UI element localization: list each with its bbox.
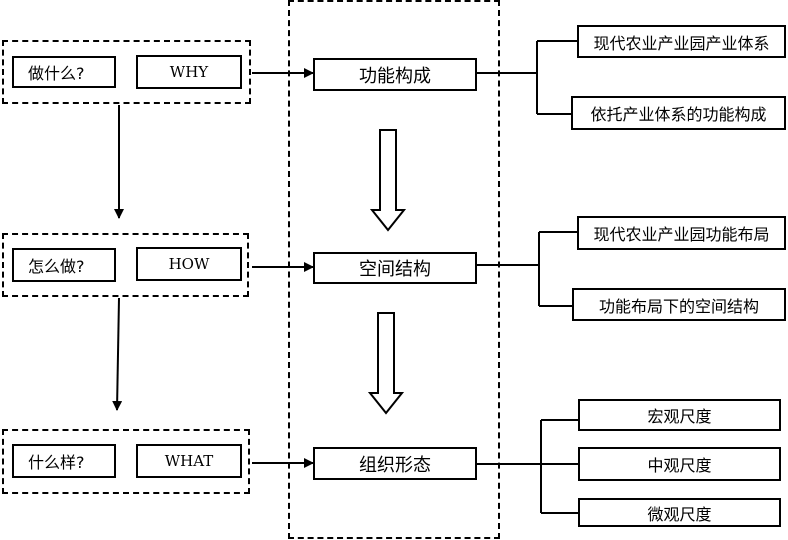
detail-spatial-structure: 功能布局下的空间结构: [572, 288, 786, 321]
core-organizational-form: 组织形态: [313, 447, 477, 480]
keyword-what: WHAT: [136, 444, 242, 478]
detail-macro-scale: 宏观尺度: [578, 399, 781, 431]
keyword-why: WHY: [136, 55, 242, 89]
detail-function-layout: 现代农业产业园功能布局: [577, 216, 786, 250]
detail-industry-system: 现代农业产业园产业体系: [577, 25, 786, 58]
what-group-frame: [2, 429, 250, 494]
hollow-arrow-space-to-form: [367, 312, 405, 415]
how-group-frame: [2, 233, 249, 297]
question-what-to-do: 做什么?: [12, 56, 116, 88]
hollow-arrow-function-to-space: [369, 129, 407, 232]
detail-function-composition: 依托产业体系的功能构成: [571, 96, 786, 130]
bracket-space: [477, 231, 577, 307]
bracket-function: [477, 40, 577, 115]
detail-micro-scale: 微观尺度: [578, 498, 781, 527]
core-function-composition: 功能构成: [313, 58, 477, 91]
detail-meso-scale: 中观尺度: [578, 447, 781, 481]
core-spatial-structure: 空间结构: [313, 252, 477, 284]
keyword-how: HOW: [136, 247, 242, 281]
core-column-frame: [288, 0, 500, 539]
question-what-like: 什么样?: [12, 444, 116, 478]
arrow-how-to-what: [112, 297, 123, 411]
bracket-form: [477, 419, 578, 514]
why-group-frame: [2, 40, 251, 104]
question-how-to-do: 怎么做?: [12, 248, 116, 282]
